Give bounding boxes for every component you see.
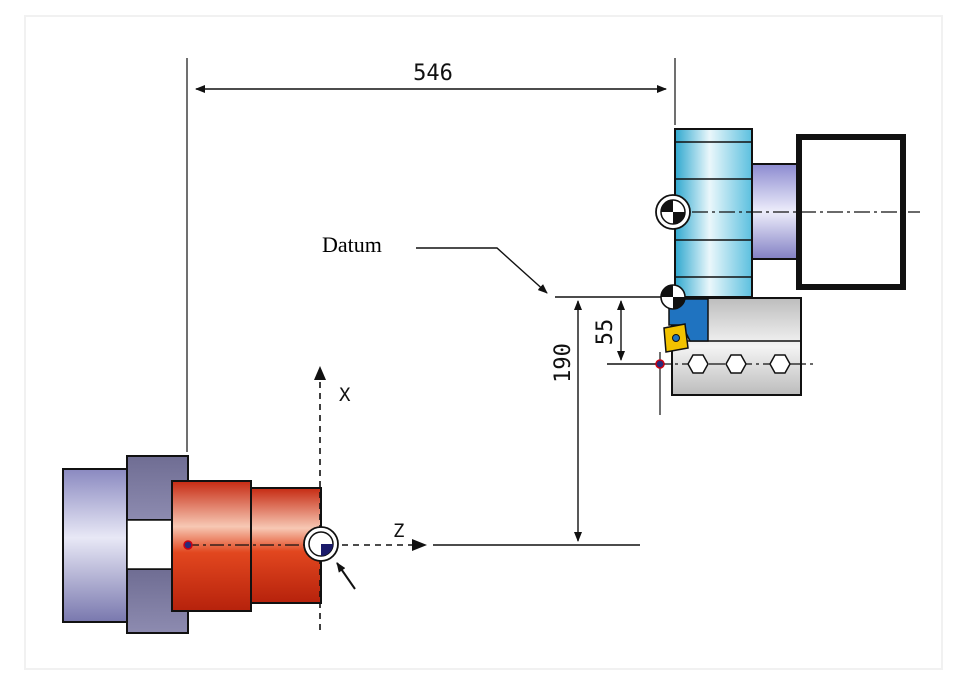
datum-label: Datum (322, 232, 382, 257)
datum-point-icon (660, 284, 686, 310)
workpiece-zero-icon (303, 526, 339, 562)
x-axis-label: X (339, 384, 351, 406)
clamp-screw-icon (725, 354, 747, 374)
tool-turret (665, 128, 920, 298)
dimension-55-label: 55 (593, 319, 618, 346)
dimension-190-label: 190 (551, 343, 576, 383)
datum-leader-line (416, 247, 548, 294)
clamp-screw-icon (687, 354, 709, 374)
dimension-546-label: 546 (413, 61, 453, 86)
z-axis-arrowhead (412, 539, 427, 551)
x-axis-arrowhead (314, 366, 326, 380)
tool-tip-marker (655, 359, 665, 369)
turret-center-icon (655, 194, 691, 230)
page-frame (24, 15, 943, 670)
machine-zero-marker (183, 540, 193, 550)
tool-shank-blue (668, 298, 709, 342)
pointer-arrow (336, 562, 356, 590)
z-axis-label: Z (393, 520, 404, 542)
chuck-bore (126, 519, 173, 570)
chuck-assembly (62, 455, 189, 634)
tool-holder (655, 297, 815, 396)
clamp-screw-icon (769, 354, 791, 374)
chuck-body (62, 468, 128, 623)
workpiece (171, 480, 322, 612)
turret-mount-block (796, 134, 906, 290)
